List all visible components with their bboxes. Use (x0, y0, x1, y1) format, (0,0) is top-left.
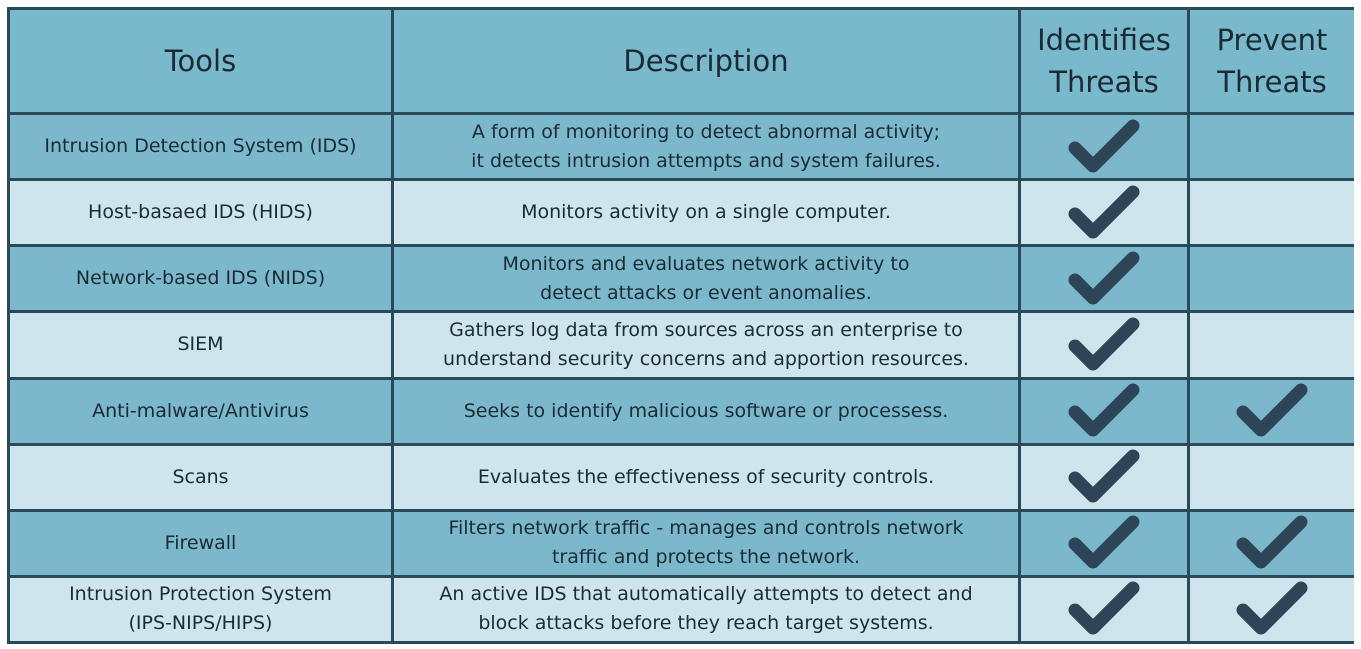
checkmark-stroke (1068, 581, 1140, 635)
checkmark-stroke (1068, 383, 1140, 437)
prevent-threats-cell (1190, 181, 1354, 245)
tool-description: Filters network traffic - manages and co… (448, 517, 964, 540)
checkmark-icon (1068, 185, 1140, 239)
tool-name-cell: SIEM (10, 313, 391, 377)
checkmark-icon (1068, 317, 1140, 371)
table-row: SIEM Gathers log data from sources across… (10, 313, 1354, 377)
checkmark-icon (1068, 251, 1140, 305)
identifies-threats-cell (1021, 379, 1187, 443)
tool-description-cell: Filters network traffic - manages and co… (394, 511, 1018, 575)
checkmark-stroke (1068, 515, 1140, 569)
checkmark-icon (1068, 119, 1140, 173)
tool-name: Firewall (164, 531, 237, 554)
tool-description: it detects intrusion attempts and system… (471, 149, 941, 172)
checkmark-stroke (1068, 185, 1140, 239)
tool-description-cell: A form of monitoring to detect abnormal … (394, 115, 1018, 179)
tool-description: understand security concerns and apporti… (443, 347, 969, 370)
prevent-threats-cell (1190, 379, 1354, 443)
identifies-threats-cell (1021, 511, 1187, 575)
header-prevent-threats-line: Prevent (1216, 23, 1328, 57)
checkmark-stroke (1068, 119, 1140, 173)
checkmark-icon (1068, 581, 1140, 635)
tool-description: An active IDS that automatically attempt… (439, 583, 973, 606)
checkmark-icon (1236, 581, 1308, 635)
checkmark-icon (1068, 383, 1140, 437)
tool-name-cell: Network-based IDS (NIDS) (10, 247, 391, 311)
table-row: Intrusion Detection System (IDS) A form o… (10, 115, 1354, 179)
tool-description: detect attacks or event anomalies. (540, 281, 872, 304)
checkmark-icon (1236, 383, 1308, 437)
table-row: Host-basaed IDS (HIDS) Monitors activity … (10, 181, 1354, 245)
tool-name: Scans (172, 465, 229, 488)
tool-description-cell: Monitors activity on a single computer. (394, 181, 1018, 245)
tool-description: Evaluates the effectiveness of security … (477, 465, 935, 488)
checkmark-stroke (1068, 317, 1140, 371)
prevent-threats-cell (1190, 115, 1354, 179)
header-description: Description (394, 10, 1018, 112)
tool-description-cell: An active IDS that automatically attempt… (394, 577, 1018, 641)
table-row: Intrusion Protection System (IPS-NIPS/HIP… (10, 577, 1354, 641)
table-row: Scans Evaluates the effectiveness of secu… (10, 445, 1354, 509)
tool-description-cell: Gathers log data from sources across an … (394, 313, 1018, 377)
checkmark-stroke (1236, 581, 1308, 635)
header-tools: Tools (10, 10, 391, 112)
tool-name: Intrusion Protection System (69, 583, 332, 606)
tool-description-cell: Monitors and evaluates network activity … (394, 247, 1018, 311)
tool-name-cell: Firewall (10, 511, 391, 575)
prevent-threats-cell (1190, 577, 1354, 641)
tool-name: Host-basaed IDS (HIDS) (88, 201, 313, 224)
tool-description: Monitors and evaluates network activity … (502, 252, 910, 275)
tool-description: Seeks to identify malicious software or … (463, 399, 949, 422)
table-row: Anti-malware/Antivirus Seeks to identify … (10, 379, 1354, 443)
checkmark-icon (1068, 515, 1140, 569)
table-row: Firewall Filters network traffic - manage… (10, 511, 1354, 575)
tool-name-cell: Host-basaed IDS (HIDS) (10, 181, 391, 245)
checkmark-stroke (1068, 449, 1140, 503)
checkmark-icon (1068, 449, 1140, 503)
tool-description: A form of monitoring to detect abnormal … (471, 120, 941, 143)
identifies-threats-cell (1021, 313, 1187, 377)
prevent-threats-cell (1190, 445, 1354, 509)
header-identifies-threats-line: Threats (1049, 65, 1159, 99)
checkmark-icon (1236, 515, 1308, 569)
tool-description-cell: Seeks to identify malicious software or … (394, 379, 1018, 443)
table-body: Intrusion Detection System (IDS) A form o… (10, 115, 1354, 641)
header-description-line: Description (623, 44, 789, 78)
tool-description: block attacks before they reach target s… (478, 612, 934, 635)
identifies-threats-cell (1021, 247, 1187, 311)
tool-name-cell: Anti-malware/Antivirus (10, 379, 391, 443)
tool-name-cell: Scans (10, 445, 391, 509)
tool-name: SIEM (177, 333, 224, 356)
tool-name: Intrusion Detection System (IDS) (44, 135, 357, 158)
tool-description: Gathers log data from sources across an … (449, 318, 963, 341)
tool-description: Monitors activity on a single computer. (521, 201, 891, 224)
checkmark-stroke (1068, 251, 1140, 305)
tool-name-cell: Intrusion Detection System (IDS) (10, 115, 391, 179)
prevent-threats-cell (1190, 313, 1354, 377)
tool-name-cell: Intrusion Protection System (IPS-NIPS/HIP… (10, 577, 391, 641)
checkmark-stroke (1236, 515, 1308, 569)
identifies-threats-cell (1021, 577, 1187, 641)
identifies-threats-cell (1021, 115, 1187, 179)
tool-name: (IPS-NIPS/HIPS) (128, 612, 273, 635)
header-prevent-threats-line: Threats (1217, 65, 1327, 99)
prevent-threats-cell (1190, 511, 1354, 575)
table-row: Network-based IDS (NIDS) Monitors and eva… (10, 247, 1354, 311)
header-identifies-threats-line: Identifies (1037, 23, 1171, 57)
prevent-threats-cell (1190, 247, 1354, 311)
tool-description-cell: Evaluates the effectiveness of security … (394, 445, 1018, 509)
header-tools-line: Tools (164, 44, 237, 78)
identifies-threats-cell (1021, 181, 1187, 245)
identifies-threats-cell (1021, 445, 1187, 509)
tool-description: traffic and protects the network. (551, 546, 861, 569)
checkmark-stroke (1236, 383, 1308, 437)
tool-name: Anti-malware/Antivirus (92, 399, 309, 422)
tool-name: Network-based IDS (NIDS) (75, 267, 326, 290)
